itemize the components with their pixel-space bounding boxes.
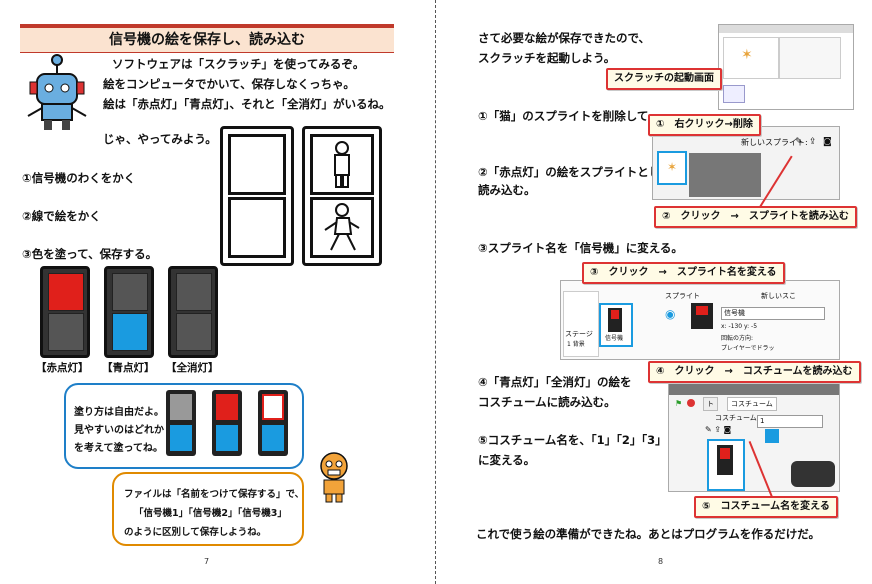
bubble-line-2: 見やすいのはどれか: [74, 425, 164, 436]
costume-editor-swatch: [765, 429, 779, 443]
startup-caption: スクラッチの起動画面: [606, 68, 722, 90]
lets-do-text: じゃ、やってみよう。: [103, 132, 217, 146]
right-step-2a: ②「赤点灯」の絵をスプライトとして: [478, 165, 672, 179]
sprite-header: スプライト: [665, 292, 700, 300]
page-number-right: 8: [658, 557, 664, 566]
paint-icon[interactable]: ✎: [795, 137, 803, 147]
right-step-2b: 読み込む。: [478, 183, 536, 197]
note-line-1: ファイルは「名前をつけて保存する」で、: [124, 489, 305, 500]
upload-sprite-icon[interactable]: ⇪: [809, 137, 817, 147]
red-lamp: [48, 273, 84, 311]
right-step-4b: コスチュームに読み込む。: [478, 395, 616, 409]
right-closing: これで使う絵の準備ができたね。あとはプログラムを作るだけだ。: [476, 527, 820, 541]
standing-figure-icon: [334, 141, 350, 188]
green-lamp-off: [176, 313, 212, 351]
example-light-3: [258, 390, 288, 456]
cat-sprite-thumb[interactable]: ✶: [657, 151, 687, 185]
right-step-4a: ④「青点灯」「全消灯」の絵を: [478, 375, 632, 389]
light-red-on: [40, 266, 90, 358]
bubble-line-3: を考えて塗ってね。: [74, 443, 163, 454]
sprite-preview: [691, 303, 713, 329]
info-back-icon[interactable]: ◉: [665, 307, 676, 321]
light-all-off: [168, 266, 218, 358]
right-intro-2: スクラッチを起動しよう。: [478, 51, 616, 65]
signal-sprite-thumb[interactable]: 信号機: [599, 303, 633, 347]
note-line-3: のように区別して保存しようね。: [124, 527, 267, 538]
step-3: ③色を塗って、保存する。: [22, 247, 158, 261]
tab-costumes[interactable]: コスチューム: [727, 397, 777, 411]
intro-line-2: 絵をコンピュータでかいて、保存しなくっちゃ。: [103, 77, 355, 91]
tab-scripts[interactable]: ト: [703, 397, 718, 411]
right-step-1: ①「猫」のスプライトを削除して: [478, 109, 649, 123]
green-lamp-off: [48, 313, 84, 351]
green-flag-icon[interactable]: ⚑: [675, 399, 683, 408]
stage-label: ステージ: [565, 330, 593, 338]
camera-icon[interactable]: ◙: [823, 137, 832, 147]
callout-3: ③ クリック → スプライト名を変える: [582, 262, 785, 284]
page-divider: [435, 0, 436, 584]
note-line-2: 「信号機1」「信号機2」「信号機3」: [134, 508, 287, 519]
stop-icon[interactable]: [687, 399, 695, 407]
signal-frame-lines: [302, 126, 382, 266]
page-title: 信号機の絵を保存し、読み込む: [20, 24, 394, 53]
sprite-name-field[interactable]: 信号機: [721, 307, 825, 320]
callout-4: ④ クリック → コスチュームを読み込む: [648, 361, 861, 383]
robot-mascot-icon: [27, 54, 87, 130]
costume-canvas-preview: [791, 461, 835, 487]
page-number-left: 7: [204, 557, 210, 566]
callout-5: ⑤ コスチューム名を変える: [694, 496, 838, 518]
blue-lamp: [112, 313, 148, 351]
step-2: ②線で絵をかく: [22, 209, 101, 223]
sprite-name-screenshot: ステージ 1 背景 信号機 スプライト 新しいスこ ◉ 信号機 x: -130 …: [560, 280, 840, 360]
callout-2: ② クリック → スプライトを読み込む: [654, 206, 857, 228]
signal-frame-empty: [220, 126, 294, 266]
direction-label: 回転の方向:: [721, 335, 754, 342]
intro-line-3: 絵は「赤点灯」「青点灯」、それと「全消灯」がいるね。: [103, 97, 391, 111]
right-step-3: ③スプライト名を「信号機」に変える。: [478, 241, 683, 255]
backdrop-label: 1 背景: [567, 341, 585, 348]
walking-figure-icon: [324, 203, 360, 251]
red-lamp-off: [112, 273, 148, 311]
intro-line-1: ソフトウェアは「スクラッチ」を使ってみるぞ。: [112, 57, 365, 71]
new-sprite-label-2: 新しいスこ: [761, 292, 796, 300]
bubble-line-1: 塗り方は自由だよ。: [74, 407, 164, 418]
label-all-off: 【全消灯】: [166, 362, 219, 374]
example-light-1: [166, 390, 196, 456]
costume-tool-icons[interactable]: ✎ ⇪ ◙: [705, 425, 732, 434]
orange-mascot-icon: [320, 452, 348, 503]
new-sprite-label: 新しいスプライト:: [741, 138, 808, 147]
costume-panel-screenshot: ⚑ ト コスチューム コスチューム ✎ ⇪ ◙ 1: [668, 380, 840, 492]
light-blue-on: [104, 266, 154, 358]
costume-name-field[interactable]: 1: [757, 415, 823, 428]
label-red-on: 【赤点灯】: [36, 362, 89, 374]
right-step-5b: に変える。: [478, 453, 536, 467]
context-menu[interactable]: [689, 153, 761, 197]
label-blue-on: 【青点灯】: [102, 362, 155, 374]
red-lamp-off: [176, 273, 212, 311]
scratch-startup-screenshot: ✶: [718, 24, 854, 110]
sprite-panel-screenshot: 新しいスプライト: ✎ ⇪ ◙ ✶: [652, 126, 840, 200]
right-intro-1: さて必要な絵が保存できたので、: [478, 31, 651, 45]
step-1: ①信号機のわくをかく: [22, 171, 136, 185]
save-note-box: [112, 472, 304, 546]
new-costume-label: コスチューム: [715, 414, 757, 422]
costume-thumb[interactable]: [707, 439, 745, 491]
callout-1: ① 右クリック→削除: [648, 114, 761, 136]
scratch-cat-icon: ✶: [741, 47, 753, 63]
coords-readout: x: -130 y: -5: [721, 323, 758, 330]
right-step-5a: ⑤コスチューム名を、「1」「2」「3」: [478, 433, 667, 447]
player-drag-label: プレイヤーでドラッ: [721, 345, 775, 352]
example-light-2: [212, 390, 242, 456]
